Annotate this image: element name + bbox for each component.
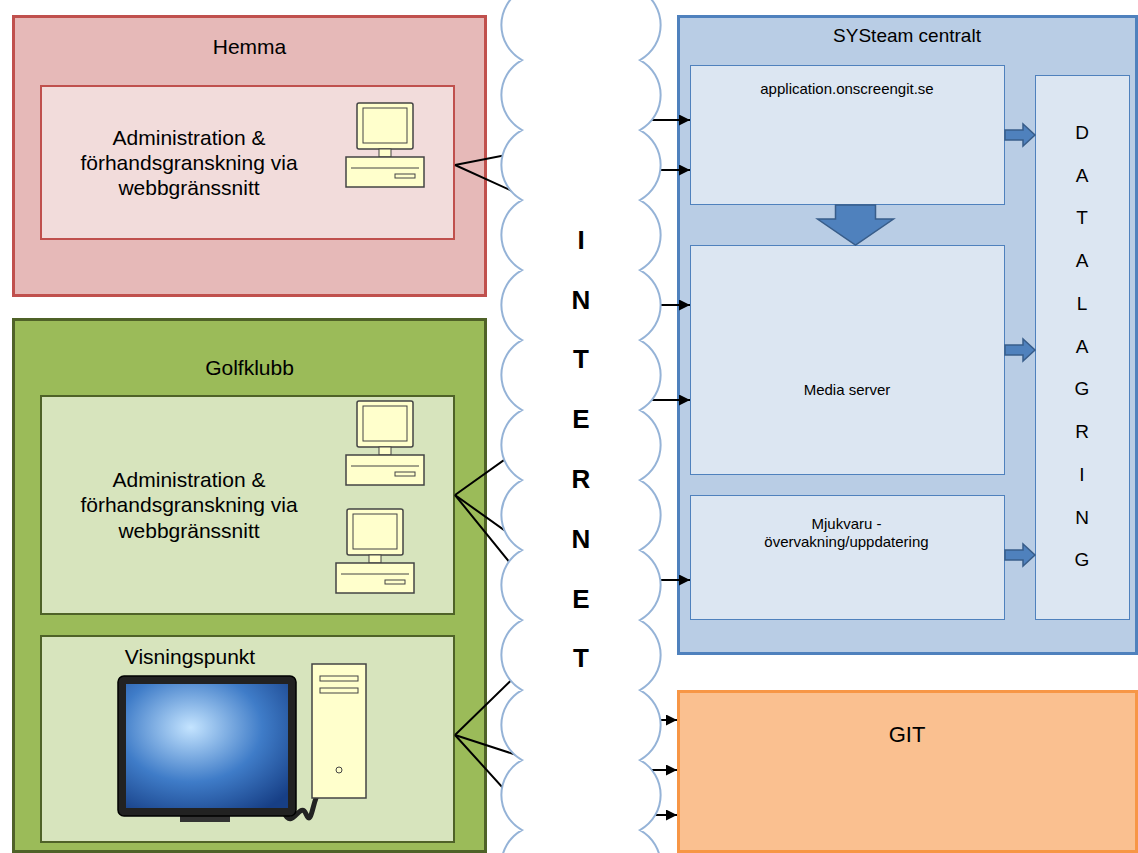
connector-arrow xyxy=(455,580,690,735)
text-region: Administration & förhandsgranskning via … xyxy=(48,95,330,230)
display-screen xyxy=(118,676,320,822)
box-label: application.onscreengit.se xyxy=(760,80,933,98)
box-label: GIT xyxy=(889,722,926,748)
text-region: INTERNET xyxy=(497,180,665,720)
text-region: Administration & förhandsgranskning via … xyxy=(48,405,330,605)
box-label: Golfklubb xyxy=(205,355,294,380)
text-region: application.onscreengit.se xyxy=(695,73,1000,105)
text-region: DATALAGRING xyxy=(1035,75,1130,620)
server-box: application.onscreengit.se xyxy=(690,65,1005,205)
power-button xyxy=(336,767,342,773)
computer-icon xyxy=(346,401,424,485)
cloud-outline xyxy=(501,0,660,853)
player-computer xyxy=(312,664,366,798)
box-label: Media server xyxy=(804,381,891,399)
text-region: SYSteam centralt xyxy=(677,20,1137,52)
box-label: SYSteam centralt xyxy=(833,25,981,48)
tower-case xyxy=(312,664,366,798)
screen-panel xyxy=(126,684,288,808)
block-arrow xyxy=(1005,339,1035,361)
connector-arrow xyxy=(455,120,690,165)
vertical-label: INTERNET xyxy=(571,211,592,689)
location-box: Administration & förhandsgranskning via … xyxy=(12,15,487,297)
text-region: GIT xyxy=(677,715,1137,755)
computer-icon xyxy=(346,103,424,187)
connector-arrow xyxy=(455,495,677,720)
server-box: Media server xyxy=(690,245,1005,475)
connector-arrow xyxy=(455,170,690,495)
external-box: GIT xyxy=(677,690,1138,853)
box-label: Hemma xyxy=(213,34,287,59)
screen-frame xyxy=(118,676,296,816)
block-arrow xyxy=(1005,124,1035,146)
storage-box: DATALAGRING xyxy=(1035,75,1130,620)
block-arrow xyxy=(818,205,894,245)
vertical-label: DATALAGRING xyxy=(1074,112,1089,582)
computer-icon xyxy=(336,509,414,593)
text-region: Mjukvaru - övervakning/uppdatering xyxy=(747,503,947,563)
drive-slot xyxy=(320,676,358,681)
box-label: Mjukvaru - övervakning/uppdatering xyxy=(747,515,947,551)
connector-arrow xyxy=(455,735,677,820)
connector-arrow xyxy=(455,735,677,770)
text-region: Hemma xyxy=(12,27,487,67)
text-region: Media server xyxy=(695,305,1000,475)
connector-arrow xyxy=(455,400,690,550)
text-region: Visningspunkt xyxy=(40,641,340,673)
internet-cloud: INTERNET xyxy=(497,0,665,853)
box-label: Administration & förhandsgranskning via … xyxy=(48,467,330,543)
datacenter-box: application.onscreengit.seMedia serverMj… xyxy=(677,15,1138,655)
drive-slot xyxy=(320,688,358,693)
text-region: Golfklubb xyxy=(12,348,487,388)
box-label: Administration & förhandsgranskning via … xyxy=(48,125,330,201)
block-arrow xyxy=(1005,544,1035,566)
connector-arrow xyxy=(455,165,690,305)
box-label: Visningspunkt xyxy=(125,644,255,669)
server-box: Mjukvaru - övervakning/uppdatering xyxy=(690,495,1005,620)
